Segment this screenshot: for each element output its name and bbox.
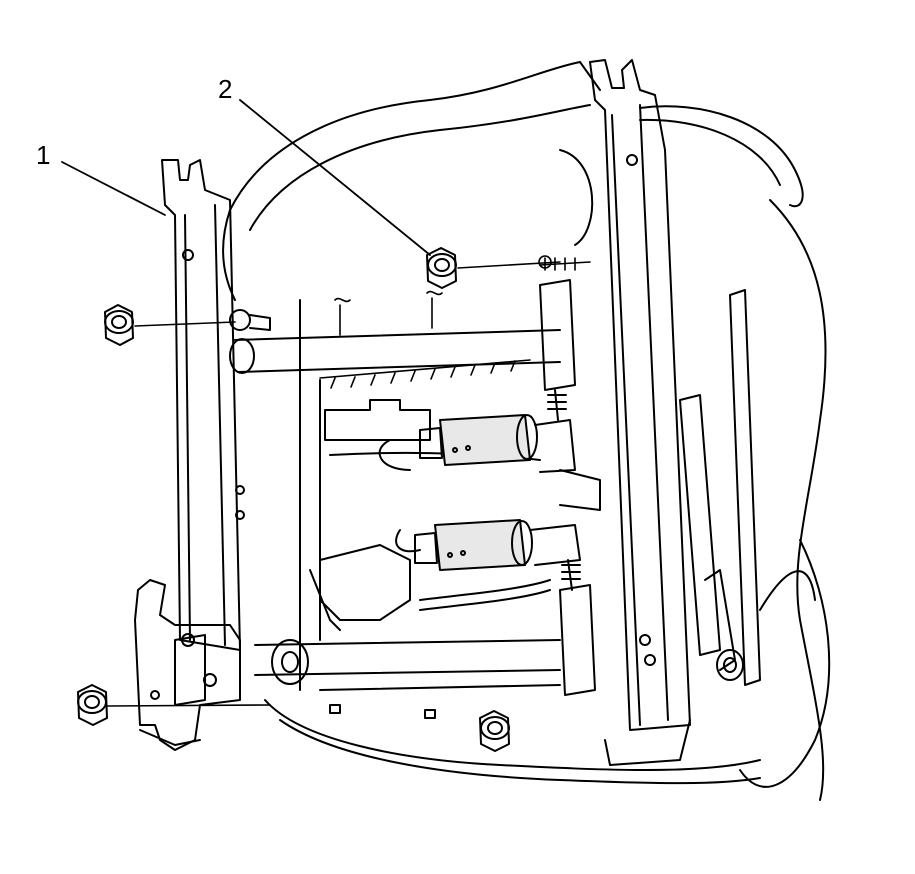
callout-label-2: 2 <box>218 74 233 104</box>
callout-label-1: 1 <box>36 140 51 170</box>
leader-line-2 <box>239 99 431 256</box>
height-actuators <box>539 279 601 696</box>
right-side-trim <box>679 289 816 686</box>
upper-cross-tube <box>229 309 561 374</box>
lower-cross-tube <box>254 639 561 685</box>
seat-cushion-outline <box>222 61 831 801</box>
nut-left-lower <box>77 684 108 726</box>
upper-adjuster-motor <box>378 414 576 473</box>
left-bracket <box>134 579 241 751</box>
nut-bottom <box>479 710 510 752</box>
nut-top <box>426 247 457 289</box>
seat-springs <box>319 290 531 389</box>
lower-adjuster-motor <box>395 519 581 571</box>
left-side-rail <box>161 159 245 651</box>
nut-alignment-lines <box>107 255 591 707</box>
nut-left-upper <box>104 304 134 346</box>
right-side-rail <box>589 59 691 766</box>
leader-line-1 <box>61 161 166 216</box>
callout-leader-lines <box>61 99 431 256</box>
seat-pan-frame <box>299 299 561 719</box>
